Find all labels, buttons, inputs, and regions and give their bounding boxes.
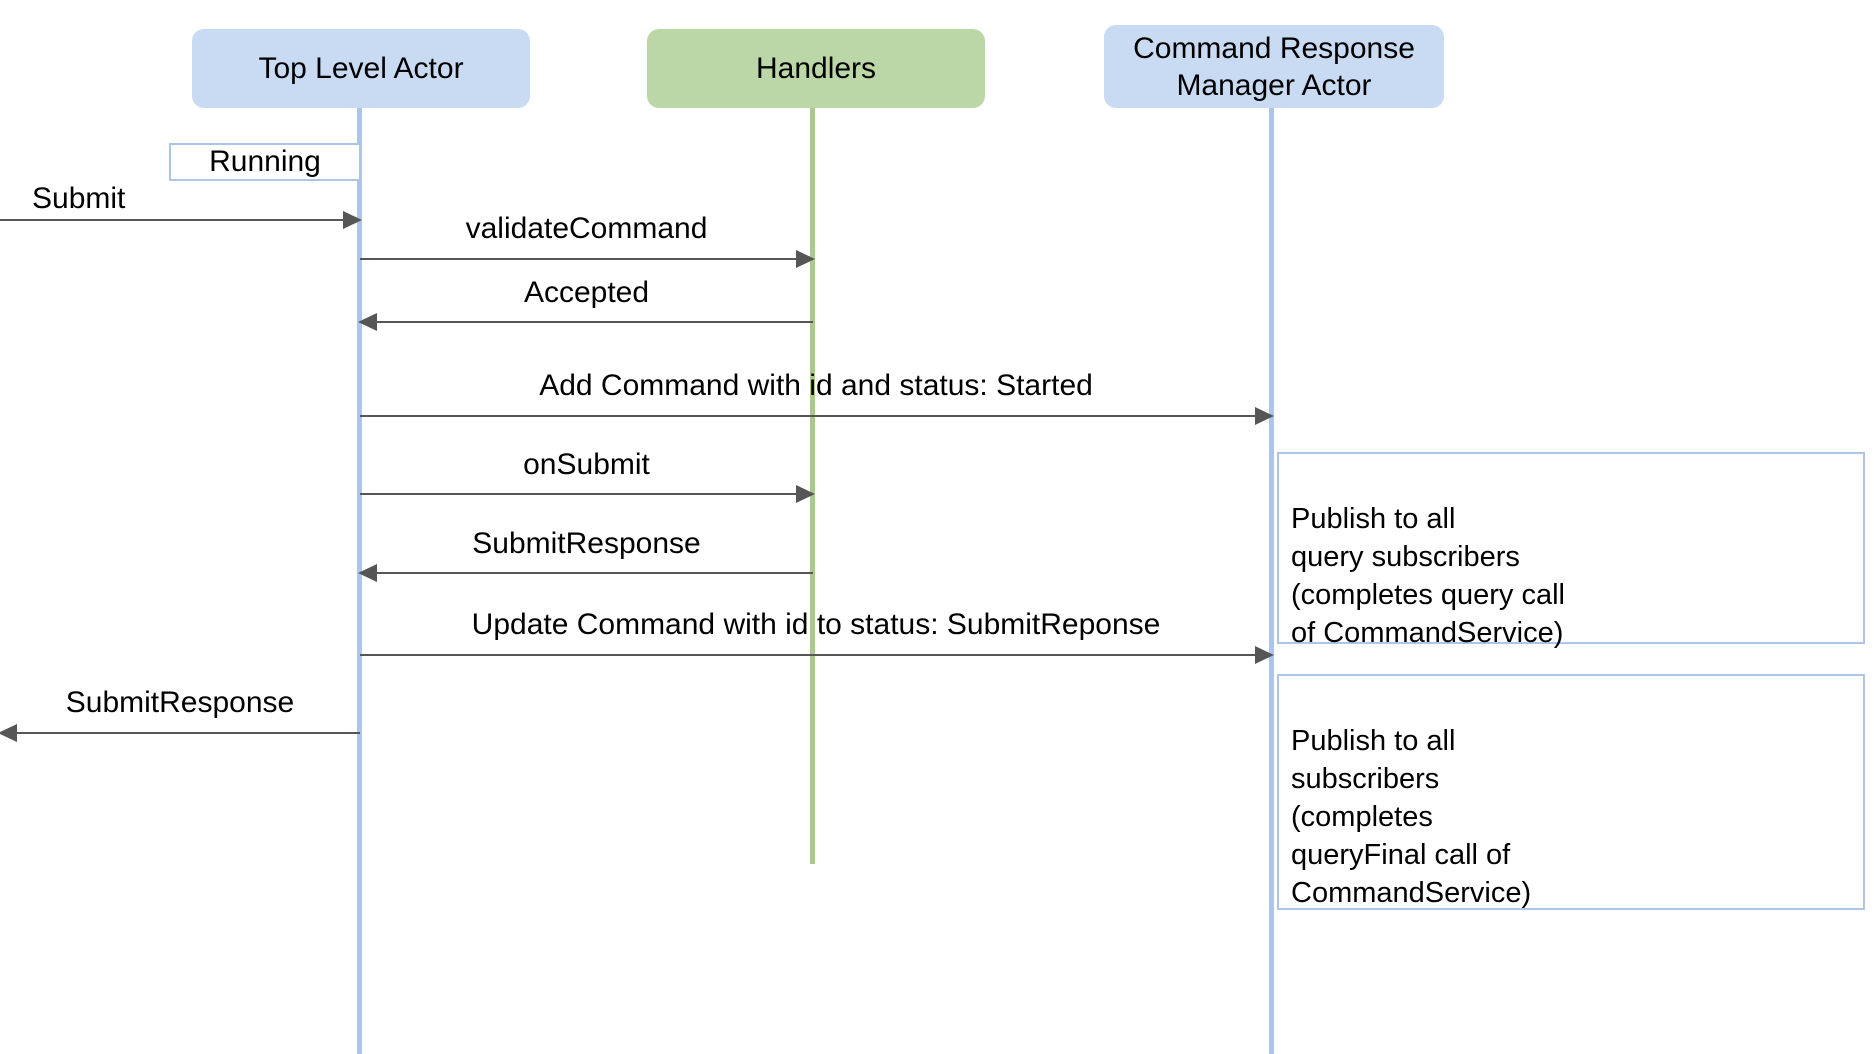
state-box-running-label: Running xyxy=(209,145,321,178)
lifeline-handlers xyxy=(810,104,815,864)
arrowhead-right-icon xyxy=(1255,646,1274,664)
participant-command-response-manager-actor[interactable]: Command Response Manager Actor xyxy=(1104,25,1444,108)
message-on-submit-line xyxy=(360,493,813,495)
participant-handlers[interactable]: Handlers xyxy=(647,29,985,108)
message-submit-response-handler-label: SubmitResponse xyxy=(472,527,701,560)
message-on-submit-label: onSubmit xyxy=(523,448,650,481)
arrowhead-left-icon xyxy=(0,724,17,742)
arrowhead-right-icon xyxy=(796,250,815,268)
participant-label-top-level-actor: Top Level Actor xyxy=(258,52,464,85)
note-publish-query-subscribers-text: Publish to all query subscribers (comple… xyxy=(1291,503,1565,649)
arrowhead-left-icon xyxy=(358,564,377,582)
message-submit-line xyxy=(0,219,360,221)
message-accepted-label: Accepted xyxy=(523,276,650,309)
message-accepted-line xyxy=(360,321,813,323)
note-publish-query-subscribers[interactable]: Publish to all query subscribers (comple… xyxy=(1277,452,1865,649)
lifeline-command-response-manager-actor xyxy=(1269,104,1274,1054)
message-update-command-label: Update Command with id to status: Submit… xyxy=(471,608,1161,641)
message-submit-response-external-line xyxy=(0,732,360,734)
message-submit-response-handler-line xyxy=(360,572,813,574)
note-publish-all-subscribers-text: Publish to all subscribers (completes qu… xyxy=(1291,725,1532,909)
note-publish-all-subscribers[interactable]: Publish to all subscribers (completes qu… xyxy=(1277,674,1865,910)
arrowhead-right-icon xyxy=(1255,407,1274,425)
message-add-command-line xyxy=(360,415,1272,417)
participant-top-level-actor[interactable]: Top Level Actor xyxy=(192,29,530,108)
message-validate-command-label: validateCommand xyxy=(465,212,708,245)
participant-label-handlers: Handlers xyxy=(755,52,877,85)
message-submit-response-external-label: SubmitResponse xyxy=(65,686,295,719)
arrowhead-right-icon xyxy=(796,485,815,503)
message-submit-label: Submit xyxy=(32,182,126,215)
participant-label-command-response-manager-actor: Command Response Manager Actor xyxy=(1133,31,1415,102)
state-box-running[interactable]: Running xyxy=(169,143,361,181)
message-validate-command-line xyxy=(360,258,813,260)
arrowhead-left-icon xyxy=(358,313,377,331)
arrowhead-right-icon xyxy=(343,211,362,229)
message-update-command-line xyxy=(360,654,1272,656)
message-add-command-label: Add Command with id and status: Started xyxy=(539,369,1093,402)
